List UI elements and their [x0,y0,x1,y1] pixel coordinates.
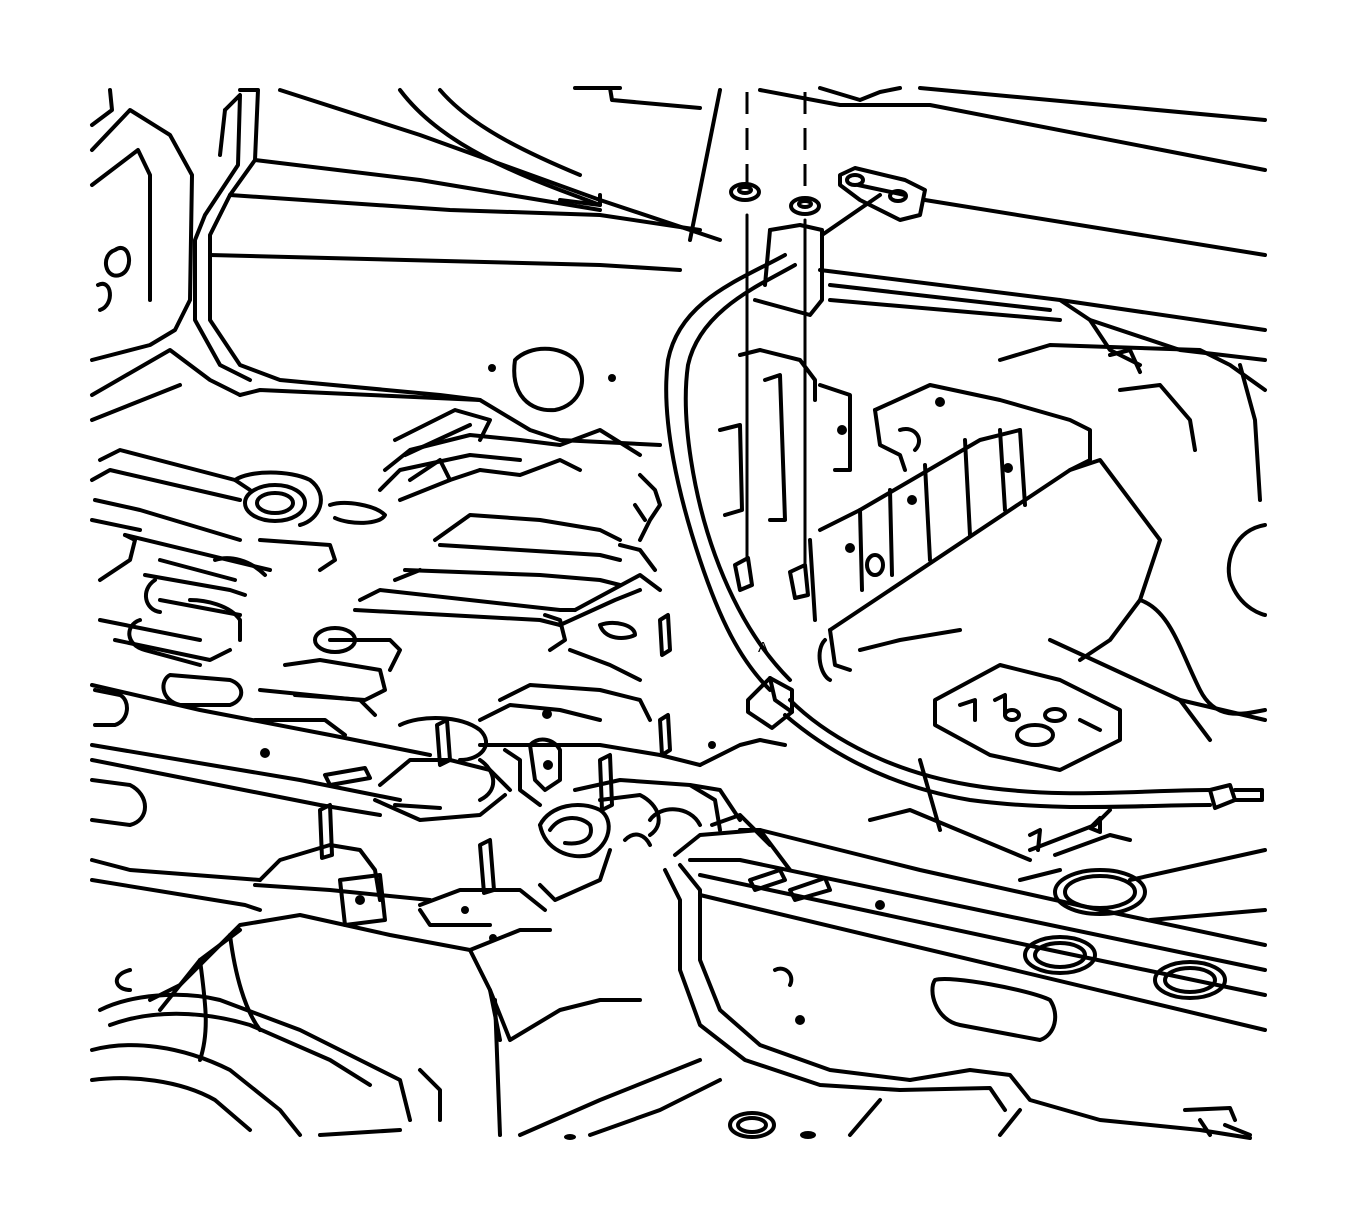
rear-body-panel [758,86,1267,374]
callout-a: A [758,639,768,656]
right-frame-rail [663,758,1267,1140]
wiring-harness [664,253,1264,810]
center-tunnel-bracket [538,778,742,902]
fastener-alignment-lines [745,92,807,567]
left-quarter-panel [90,88,242,422]
module-bracket-upright [718,348,852,522]
mounting-bracket [753,166,927,317]
rear-seat-back-panel [193,86,722,447]
floor-pan-left [90,448,387,727]
washer-right [789,196,821,216]
lower-module-bracket [933,663,1212,857]
washer-left [729,182,761,202]
harness-connector [746,676,794,730]
left-frame-rail [90,843,642,1137]
rear-crossmember-right [858,343,1267,722]
stud-left [733,556,754,592]
floor-pan-center [253,408,662,737]
stud-right [788,563,810,600]
module-tray [808,383,1092,682]
left-rear-crossmember [90,683,787,827]
floor-pan-bottom [318,1058,1252,1140]
